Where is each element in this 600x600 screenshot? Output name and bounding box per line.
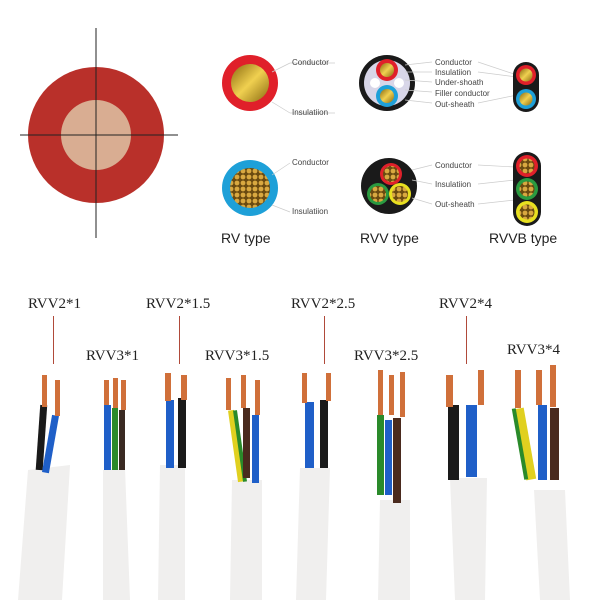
rv-blue-insulation-label: Insulatiion	[292, 207, 329, 216]
leader-line	[466, 316, 467, 364]
model-label-rvv3x1: RVV3*1	[86, 348, 139, 364]
rvv-type-label: RVV type	[360, 230, 419, 246]
rv-red-insulation-label: Insulatiion	[292, 108, 329, 117]
rvv2-filler-label: Filler conductor	[435, 89, 490, 98]
model-label-rvv3x1-5: RVV3*1.5	[205, 348, 270, 364]
leader-line	[53, 316, 54, 364]
rvv3-conductor-label: Conductor	[435, 161, 472, 170]
rvv2-insulation-label: Insulatiion	[435, 68, 472, 77]
rvvb-type-label: RVVB type	[489, 230, 558, 246]
model-label-rvv3x4: RVV3*4	[507, 342, 560, 358]
rv-type-label: RV type	[221, 230, 271, 246]
rvv2-undersheath-label: Under-shoath	[435, 78, 484, 87]
rvv3-insulation-label: Insulatiion	[435, 180, 472, 189]
model-label-rvv2x1: RVV2*1	[28, 296, 81, 312]
rvv2-outsheath-label: Out-sheath	[435, 100, 475, 109]
model-label-rvv2x1-5: RVV2*1.5	[146, 296, 211, 312]
rvv3-outsheath-label: Out-sheath	[435, 200, 475, 209]
rv-red-conductor-label: Conductor	[292, 58, 329, 67]
model-label-rvv3x2-5: RVV3*2.5	[354, 348, 419, 364]
model-label-rvv2x2-5: RVV2*2.5	[291, 296, 356, 312]
leader-line	[324, 316, 325, 364]
rv-blue-conductor-label: Conductor	[292, 158, 329, 167]
rvv2-conductor-label: Conductor	[435, 58, 472, 67]
leader-line	[179, 316, 180, 364]
model-label-rvv2x4: RVV2*4	[439, 296, 492, 312]
